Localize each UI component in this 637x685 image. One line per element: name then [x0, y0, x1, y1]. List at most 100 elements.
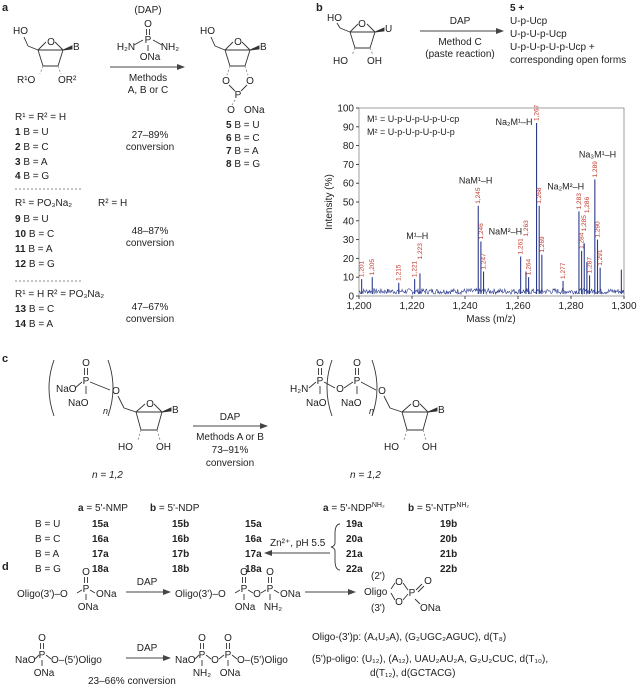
atom: P: [39, 650, 46, 661]
peak-label: 1,283: [576, 193, 583, 210]
product: U-p-U-p-Ucp: [510, 29, 567, 40]
peak-annotation: M¹–H: [406, 231, 428, 241]
atom: NaO: [56, 384, 77, 395]
uridine-cyclic-structure: HO O U HO OH: [327, 13, 392, 67]
y-tick-label: 40: [343, 216, 355, 227]
x-tick-label: 1,220: [399, 301, 424, 312]
substrate-item: 13 B = C: [15, 304, 54, 315]
oligo-3p-list: Oligo-(3')p: (A₄U₃A), (G₂UGC₂AGUC), d(T₈…: [312, 632, 506, 643]
phosphoramidate-structure: H₂N O P NaO O O P NaO n O O B: [290, 358, 445, 453]
peak-label: 1,289: [592, 161, 599, 178]
atom: O: [82, 567, 90, 578]
peak-label: 1,223: [417, 243, 424, 260]
atom: O: [412, 399, 420, 410]
atom: B: [260, 42, 267, 53]
conditions: (paste reaction): [425, 49, 494, 60]
compound-nmp: 17a: [92, 549, 109, 560]
panel-c: c O P NaO NaO n O O B HO OH DAP Methods: [2, 353, 469, 575]
substrate-item: 10 B = C: [15, 229, 54, 240]
panel-d: d Oligo(3')–O O P ONa ONa DAP Oligo(3')–…: [2, 561, 548, 685]
cyclic-phosphate-product: HO O B O O P O ONa: [200, 26, 267, 116]
atom: P: [241, 584, 248, 595]
atom: P: [354, 376, 361, 387]
substrate-item: 14 B = A: [15, 319, 53, 330]
conditions: Method C: [438, 37, 481, 48]
dap-name: (DAP): [134, 5, 161, 16]
compound-ntp-nh2: 22b: [440, 564, 457, 575]
substrate-group-1: R¹ = R² = H 1 B = U 2 B = C 3 B = A 4 B …: [15, 112, 174, 182]
product-list: 5 B = U 6 B = C 7 B = A 8 B = G: [226, 120, 260, 170]
atom: ONa: [78, 602, 99, 613]
compound-hydrolysis: 18a: [245, 564, 262, 575]
atom: NH₂: [161, 42, 179, 53]
atom: NaO: [68, 398, 89, 409]
panel-a: a (DAP) O P H₂N NH₂ ONa Methods A, B or …: [2, 2, 267, 330]
compound-ndp: 18b: [172, 564, 189, 575]
compound-ndp: 15b: [172, 519, 189, 530]
atom: O: [112, 386, 120, 397]
y-tick-label: 80: [343, 141, 355, 152]
atom: B: [172, 405, 179, 416]
atom: O: [222, 76, 230, 87]
substrate-item: 4 B = G: [15, 171, 49, 182]
peak-label: 1,285: [581, 215, 588, 232]
atom: B: [73, 42, 80, 53]
oligo-5p-phosphate: NaO O P O–(5')Oligo ONa: [15, 633, 102, 679]
compound-ndp: 16b: [172, 534, 189, 545]
atom: OH: [367, 56, 382, 67]
atom: O–(5')Oligo: [51, 655, 102, 666]
conversion: 27–89%: [132, 130, 169, 141]
substrate-item: 2 B = C: [15, 142, 49, 153]
atom: NH₂: [264, 602, 282, 613]
nucleotide-structure: O P NaO NaO n O O B HO OH: [48, 358, 179, 453]
compound-ndp-nh2: 19a: [346, 519, 363, 530]
y-tick-label: 70: [343, 160, 355, 171]
brace: [330, 523, 341, 571]
legend-entry: M² = U-p-U-p-U-p-U-p: [367, 127, 455, 137]
atom: H₂N: [290, 384, 308, 395]
atom: P: [83, 376, 90, 387]
atom: P: [199, 650, 206, 661]
oligo-3p-phosphate: Oligo(3')–O O P ONa ONa: [17, 567, 117, 613]
reagent: DAP: [137, 643, 158, 654]
baseline-noise: [358, 287, 625, 296]
atom: O: [234, 37, 242, 48]
zn-condition: Zn²⁺, pH 5.5: [270, 538, 326, 549]
peak-label: 1,215: [396, 264, 403, 281]
compound-ndp: 17b: [172, 549, 189, 560]
peak-label: 1,277: [560, 262, 567, 279]
atom: P: [235, 90, 242, 101]
group-header: R² = H: [98, 198, 127, 209]
compound-nmp: 15a: [92, 519, 109, 530]
y-tick-label: 30: [343, 235, 355, 246]
starting-nucleoside: HO O B R¹O OR²: [13, 26, 80, 86]
substrate-group-2: R¹ = PO₃Na₂ R² = H 9 B = U 10 B = C 11 B…: [15, 198, 174, 270]
substrate-group-3: R¹ = H R² = PO₃Na₂ 13 B = C 14 B = A 47–…: [15, 289, 174, 330]
oligo-phosphoramidate-intermediate: Oligo(3')–O O P O O P ONa ONa NH₂: [175, 567, 301, 613]
atom: O: [144, 19, 152, 30]
atom: ONa: [280, 589, 301, 600]
n-left: n = 1,2: [92, 470, 123, 481]
atom: O: [266, 567, 274, 578]
atom: H₂N: [117, 42, 135, 53]
atom: O: [316, 358, 324, 369]
y-tick-label: 60: [343, 179, 355, 190]
y-tick-label: 10: [343, 273, 355, 284]
x-tick-label: 1,200: [346, 301, 371, 312]
x-tick-label: 1,280: [558, 301, 583, 312]
atom: HO: [118, 442, 133, 453]
atom: OH: [422, 442, 437, 453]
atom: OH: [156, 442, 171, 453]
atom: ONa: [96, 589, 117, 600]
y-tick-label: 90: [343, 122, 355, 133]
peak-label: 1,205: [369, 259, 376, 276]
compound-hydrolysis: 17a: [245, 549, 262, 560]
atom: Oligo(3')–O: [175, 589, 226, 600]
atom: HO: [200, 26, 215, 37]
atom: ONa: [140, 52, 161, 63]
